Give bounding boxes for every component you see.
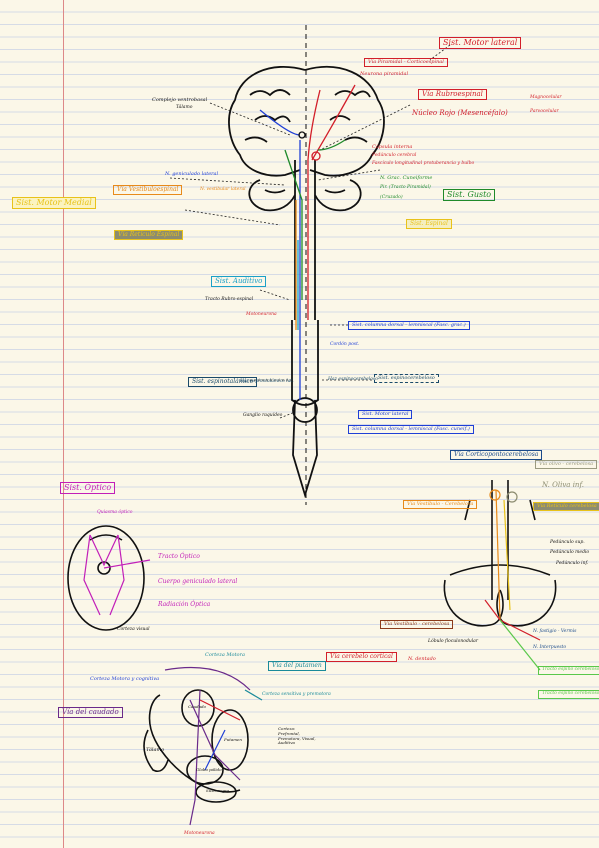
label-decusacion: (Cruzado) <box>380 195 403 200</box>
label-via-vestibuloespinal: Vía Vestibuloespinal <box>113 185 183 195</box>
label-sustancia-negra: Sust. negra <box>206 788 230 793</box>
tract-lines <box>259 84 356 400</box>
label-sist-motor-lateral: Sist. Motor lateral <box>439 37 522 49</box>
label-via-corticopontocerebelosa: Vía Corticopontocerebelosa <box>450 450 543 460</box>
label-cordon-post: Cordón post. <box>330 342 360 347</box>
label-quiasma-optico: Quiasma óptico <box>97 510 133 515</box>
label-via-vestibulo-cerebelosa-2: Vía Vestíbulo - cerebelosa <box>380 620 454 629</box>
label-n-vestibular-lateral: N. vestibular lateral <box>200 187 246 192</box>
label-tracto-espinocerebeloso-ventral: Tracto espino cerebeloso ventral <box>538 690 599 699</box>
label-sist-columna-dorsal-2: Sist. columna dorsal - lemniscal (Fasc. … <box>348 425 474 434</box>
label-sist-espinocerebeloso: Sist. espinocerebeloso <box>374 374 439 383</box>
label-n-dentado: N. dentado <box>408 656 436 662</box>
label-via-espinocerebelosa: Tracto espino cerebeloso dorsal <box>538 666 599 675</box>
label-via-reticulo-cerebelosa: Vía Retículo cerebelosa <box>533 502 599 511</box>
label-tracto-optico: Tracto Óptico <box>158 553 200 560</box>
label-n-interpuesto: N. Interpuesto <box>533 645 567 650</box>
optic-brain-outline <box>67 525 145 631</box>
label-via-vestibulo-cerebelosa: Vía Vestíbulo - Cerebelosa <box>403 500 478 509</box>
label-motoneurona-2: Motoneurona <box>184 831 215 836</box>
label-pedunculo-cerebral: Pedúnculo cerebral <box>372 153 417 158</box>
label-via-piramidal: Vía Piramidal - Corticoespinal <box>364 58 448 67</box>
label-n-grac-cuneiforme: N. Grac. Cuneiforme <box>380 175 433 181</box>
label-caudado: Caudado <box>188 704 206 709</box>
label-via-cerebelo-cortical: Vía cerebelo cortical <box>326 652 397 662</box>
label-via-del-caudado: Vía del caudado <box>58 707 123 718</box>
label-sist-motor-medial: Sist. Motor Medial <box>12 197 96 209</box>
label-pedunculo-medio: Pedúnculo medio <box>550 550 590 555</box>
label-complejo-ventrobasal: Complejo ventrobasal <box>152 97 208 103</box>
label-sist-espinal: Sist. Espinal <box>406 219 452 229</box>
label-via-del-putamen: Vía del putamen <box>268 661 326 671</box>
label-via-rubroespinal: Vía Rubroespinal <box>418 89 487 100</box>
label-piramide: Pir. (Tracto Piramidal) <box>380 185 431 190</box>
basal-ganglia-outline <box>143 689 249 803</box>
label-nucleo-rojo: Núcleo Rojo (Mesencéfalo) <box>412 109 508 117</box>
label-parvocelular: Parvocelular <box>530 109 559 114</box>
label-haz-espinocerebeloso: Haz espinocerebeloso <box>328 377 379 382</box>
label-n-fastigio: N. fastigio - Vermis <box>533 629 577 634</box>
label-via-olivo-cerebelosa: Vía olivo - cerebelosa <box>535 460 598 469</box>
label-sist-gusto: Sist. Gusto <box>443 189 496 201</box>
label-sist-optico: Sist. Óptico <box>60 482 116 494</box>
label-pedunculo-sup: Pedúnculo sup. <box>550 540 585 545</box>
margin-line <box>63 0 64 848</box>
pointer-lines <box>169 44 451 419</box>
label-sist-motor-lateral-2: Sist. Motor lateral <box>358 410 413 419</box>
label-corteza-motora-primaria: Corteza Motora y cognitiva <box>90 676 160 682</box>
optic-pathway <box>83 534 151 616</box>
label-fasciculo-longitudinal: Fascículo longitudinal protuberancia y b… <box>372 161 475 166</box>
brain-outline <box>228 65 385 499</box>
label-talamo: Tálamo <box>176 105 193 110</box>
label-sist-espinotalamico: Sist. espinotalámico <box>188 377 258 387</box>
label-n-geniculado: N. geniculado lateral <box>165 171 219 177</box>
label-lobulo-floculonodular: Lóbulo floculonodular <box>428 639 478 644</box>
label-haz-espinotalamico: Haz espinotalámico lat. <box>240 379 294 384</box>
label-n-oliva-inf: N. Oliva inf. <box>542 481 585 489</box>
label-radiacion-optica: Radiación Óptica <box>158 601 211 608</box>
label-corteza-sensitiva: Corteza sensitiva y premotora <box>262 692 331 697</box>
label-globo-palido: Globo pálido <box>196 767 222 772</box>
label-via-reticuloespinal: Vía Retículo Espinal <box>114 230 184 240</box>
label-motoneurona: Motoneurona <box>246 312 277 317</box>
label-pedunculo-inf: Pedúnculo inf. <box>556 561 589 566</box>
basal-ganglia-circuit <box>164 666 263 826</box>
label-capsula-interna: Cápsula interna <box>372 144 413 150</box>
cerebellar-tracts <box>484 489 541 671</box>
label-corteza-lista: Corteza: Prefrontal, Premotora, Visual, … <box>278 726 316 746</box>
label-tracto-rubroespinal: Tracto Rubro-espinal <box>205 297 254 302</box>
label-talamo-2: Tálamo <box>146 747 165 753</box>
label-sist-columna-dorsal-1: Sist. columna dorsal - lemniscal (Fasc. … <box>348 321 470 330</box>
label-neurona-piramidal: Neurona piramidal <box>360 71 409 77</box>
label-sist-auditivo: Sist. Auditivo <box>211 276 267 287</box>
label-putamen: Putamen <box>224 737 242 742</box>
label-magnocelular: Magnocelular <box>530 95 562 100</box>
label-corteza-motora: Corteza Motora <box>205 652 245 658</box>
label-cuerpo-geniculado: Cuerpo geniculado lateral <box>158 578 238 585</box>
label-corteza-visual: Corteza visual <box>117 627 150 632</box>
label-ganglio-raquideo: Ganglio raquídeo <box>243 413 283 418</box>
